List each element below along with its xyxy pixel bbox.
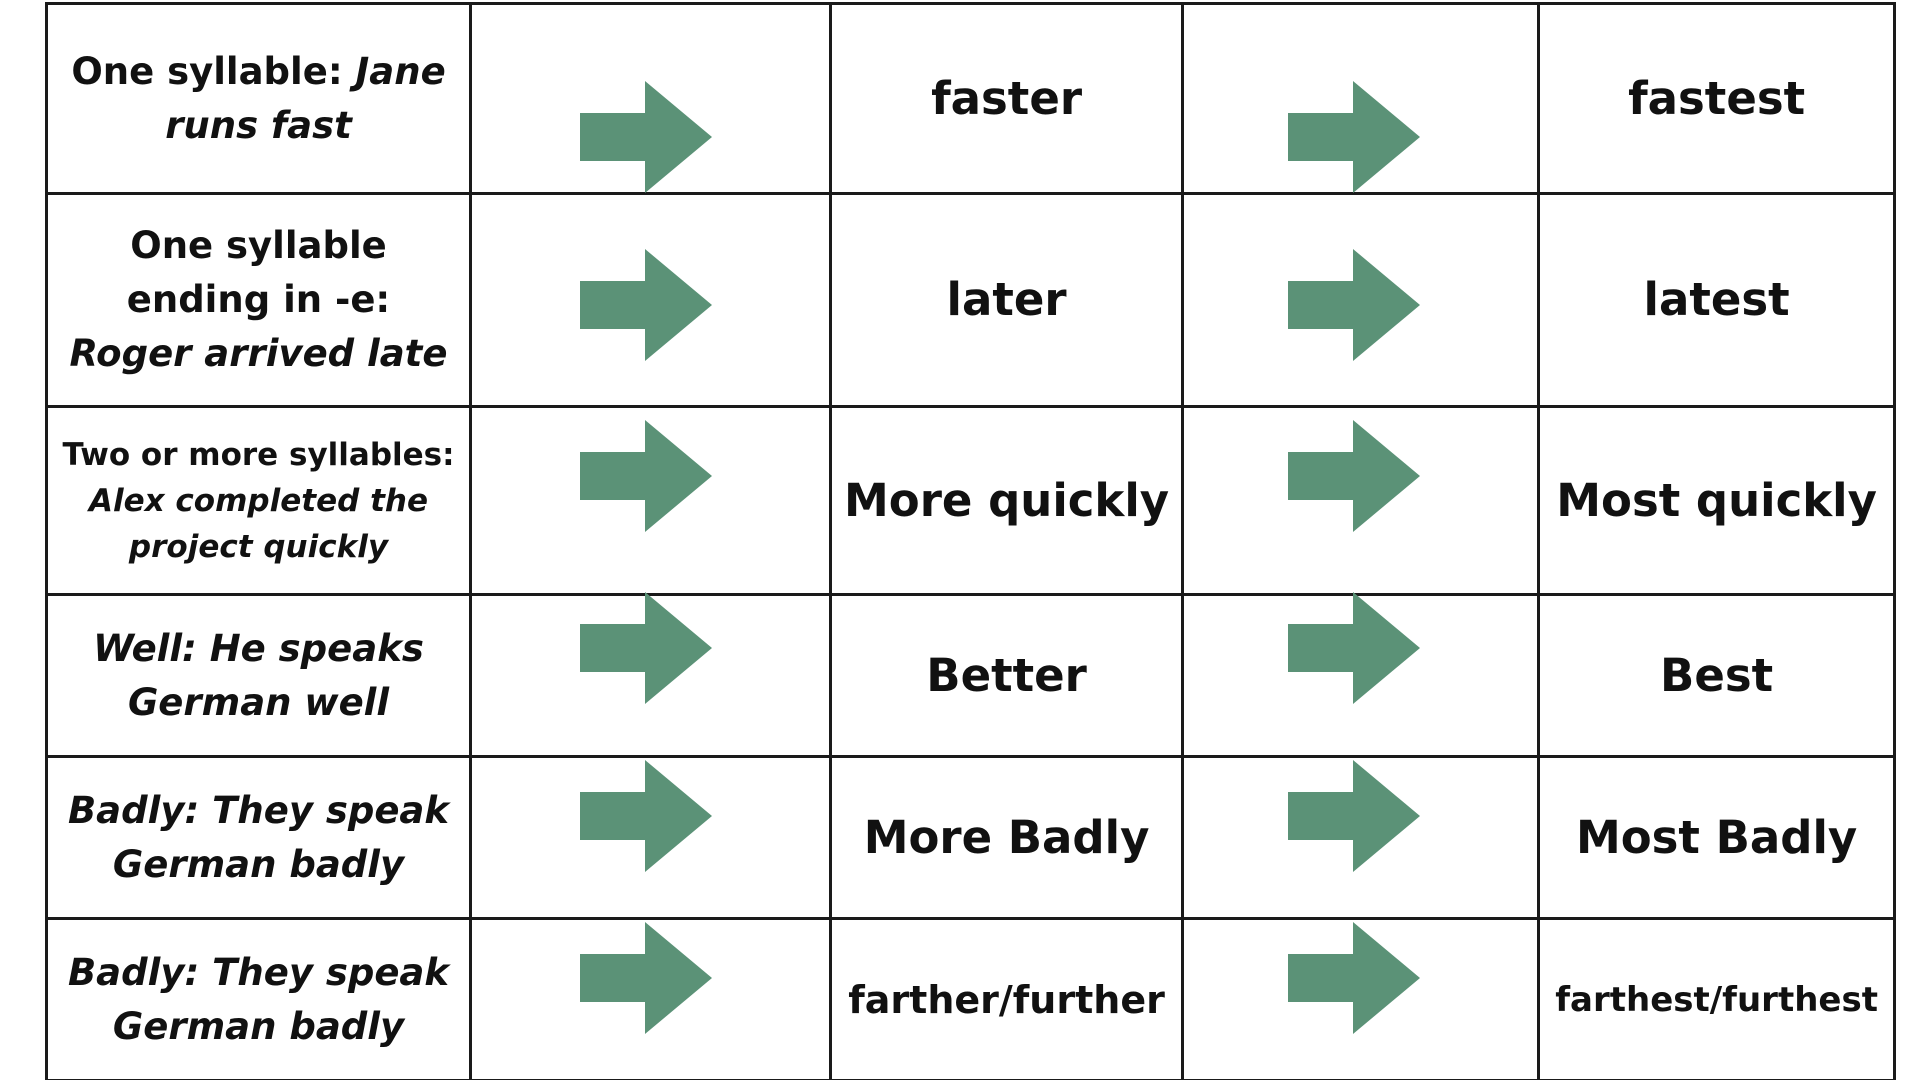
right-arrow-icon xyxy=(580,592,712,704)
comparative-cell: later xyxy=(828,192,1185,408)
rule-example: Alex completed the project quickly xyxy=(89,482,428,565)
rule-cell: Well: He speaks German well xyxy=(45,593,472,758)
superlative-cell: Most Badly xyxy=(1537,755,1897,920)
rule-example: Roger arrived late xyxy=(69,332,448,375)
superlative-cell: fastest xyxy=(1537,2,1897,195)
superlative-cell: Most quickly xyxy=(1537,405,1897,596)
rule-cell: Badly: They speak German badly xyxy=(45,917,472,1080)
arrow-cell xyxy=(469,405,832,596)
arrow-cell xyxy=(469,592,832,758)
right-arrow-icon xyxy=(580,922,712,1034)
superlative-cell: farthest/furthest xyxy=(1537,917,1897,1080)
rule-example: They speak German badly xyxy=(112,950,449,1048)
right-arrow-icon xyxy=(580,760,712,872)
rule-label: Badly: xyxy=(67,788,200,832)
arrow-cell xyxy=(1181,592,1541,758)
right-arrow-icon xyxy=(1288,420,1421,532)
rule-cell: Badly: They speak German badly xyxy=(45,755,472,920)
rule-label: Two or more syllables: xyxy=(62,436,455,473)
arrow-cell xyxy=(1181,755,1541,920)
arrow-cell xyxy=(1181,2,1541,195)
right-arrow-icon xyxy=(580,420,712,532)
rule-label: One syllable ending in -e: xyxy=(126,224,391,321)
arrow-cell xyxy=(1181,405,1541,596)
rule-cell: One syllable ending in -e: Roger arrived… xyxy=(45,192,472,408)
table-row: One syllable ending in -e: Roger arrived… xyxy=(45,192,1897,408)
rule-label: Well: xyxy=(93,626,197,670)
comparative-cell: More quickly xyxy=(828,405,1185,596)
right-arrow-icon xyxy=(1288,81,1421,193)
arrow-cell xyxy=(1181,917,1541,1080)
arrow-cell xyxy=(469,192,832,408)
comparative-cell: Better xyxy=(828,593,1185,758)
comparative-cell: faster xyxy=(828,2,1185,195)
superlative-form: Most Badly xyxy=(1575,810,1858,864)
superlative-form: Best xyxy=(1660,648,1774,702)
table-row: Two or more syllables: Alex completed th… xyxy=(45,405,1897,596)
rule-example: Jane runs fast xyxy=(165,49,446,147)
rule-label: Badly: xyxy=(67,950,200,994)
superlative-cell: Best xyxy=(1537,593,1897,758)
arrow-cell xyxy=(469,917,832,1080)
comparative-form: More quickly xyxy=(844,473,1170,527)
comparative-form: faster xyxy=(931,71,1083,125)
comparative-cell: farther/further xyxy=(828,917,1185,1080)
rule-cell: One syllable: Jane runs fast xyxy=(45,2,472,195)
arrow-cell xyxy=(469,755,832,920)
arrow-cell xyxy=(469,2,832,195)
right-arrow-icon xyxy=(1288,592,1421,704)
superlative-form: latest xyxy=(1643,273,1790,326)
table-row: Badly: They speak German badly More Badl… xyxy=(45,755,1897,920)
right-arrow-icon xyxy=(580,249,712,361)
arrow-cell xyxy=(1181,192,1541,408)
superlative-form: Most quickly xyxy=(1556,473,1877,527)
comparative-form: Better xyxy=(926,648,1087,702)
rule-example: He speaks German well xyxy=(127,626,424,724)
superlative-form: fastest xyxy=(1628,71,1806,125)
superlative-cell: latest xyxy=(1537,192,1897,408)
right-arrow-icon xyxy=(580,81,712,193)
right-arrow-icon xyxy=(1288,249,1421,361)
rule-label: One syllable: xyxy=(71,49,343,93)
rule-cell: Two or more syllables: Alex completed th… xyxy=(45,405,472,596)
table-row: Badly: They speak German badly farther/f… xyxy=(45,917,1897,1080)
comparative-form: farther/further xyxy=(848,977,1165,1022)
table-row: One syllable: Jane runs fast faster fast… xyxy=(45,2,1897,195)
comparative-form: More Badly xyxy=(863,810,1150,864)
table-row: Well: He speaks German well Better Best xyxy=(45,592,1897,758)
comparative-cell: More Badly xyxy=(828,755,1185,920)
superlative-form: farthest/furthest xyxy=(1555,979,1878,1020)
comparative-form: later xyxy=(946,273,1067,326)
right-arrow-icon xyxy=(1288,760,1421,872)
rule-example: They speak German badly xyxy=(112,788,449,886)
adverb-comparison-table: One syllable: Jane runs fast faster fast… xyxy=(45,2,1897,1080)
right-arrow-icon xyxy=(1288,922,1421,1034)
